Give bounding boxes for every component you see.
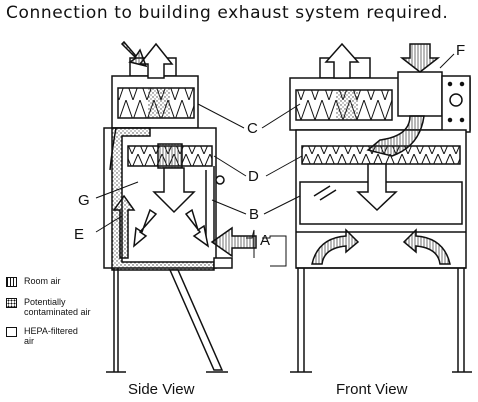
hepa-air-swatch-icon [6, 327, 17, 337]
callout-f: F [456, 42, 466, 59]
callout-b: B [249, 206, 260, 223]
callout-g: G [78, 192, 90, 209]
callout-a: A [260, 232, 271, 249]
front-view-label: Front View [336, 381, 408, 398]
callout-d: D [248, 168, 259, 185]
room-air-swatch-icon [6, 277, 17, 287]
callout-leaders [95, 53, 455, 267]
diagram-title: Connection to building exhaust system re… [6, 3, 449, 23]
callout-e: E [74, 226, 85, 243]
side-view-label: Side View [128, 381, 195, 398]
front-view [289, 42, 472, 373]
callout-c: C [247, 120, 258, 137]
contaminated-air-swatch-icon [6, 298, 17, 308]
side-view [103, 40, 257, 373]
